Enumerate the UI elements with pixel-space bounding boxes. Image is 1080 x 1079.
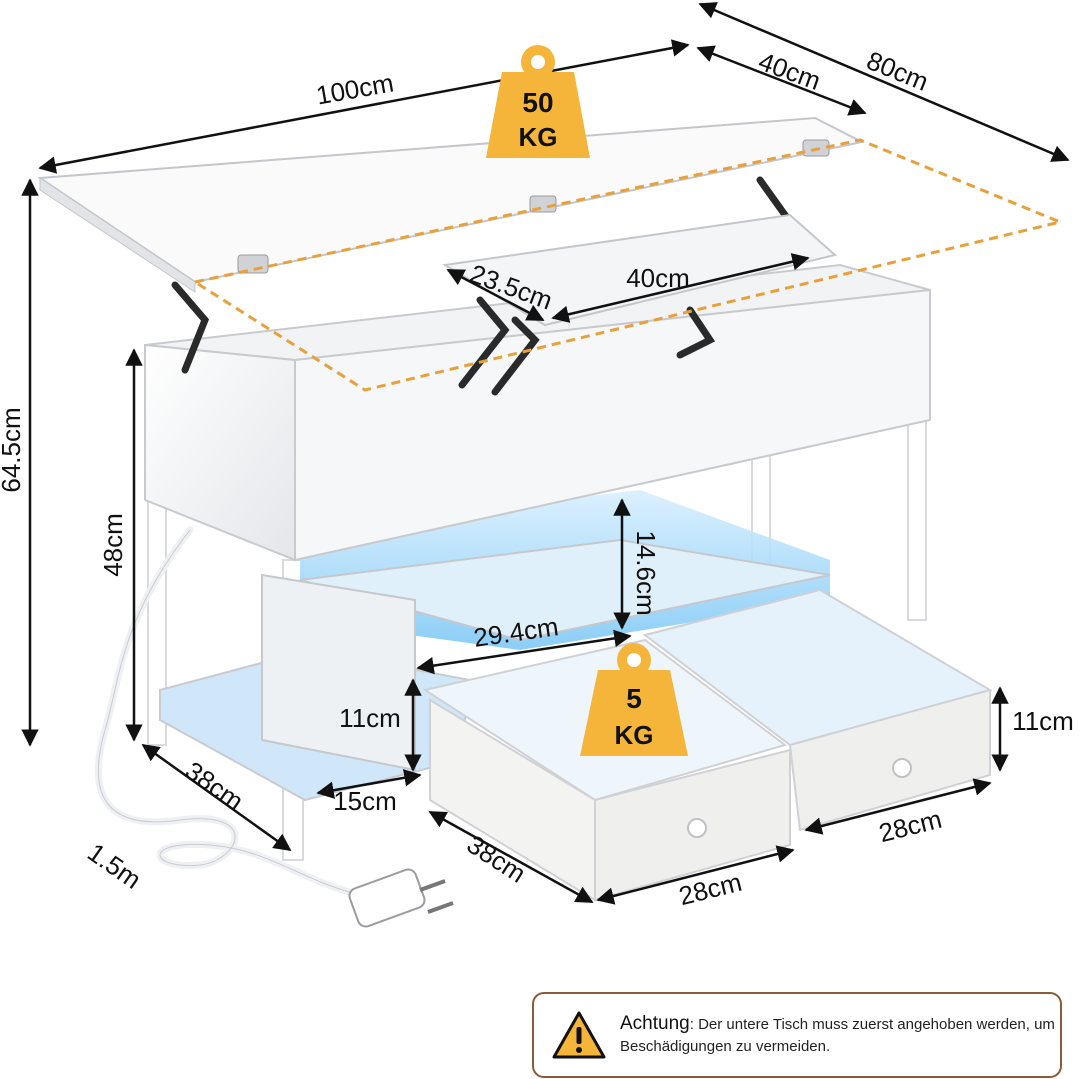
weight-top-unit: KG: [519, 122, 558, 152]
warning-icon: [552, 1011, 606, 1059]
side-cabinet: [261, 573, 416, 772]
power-plug-icon: [348, 868, 454, 928]
warning-message: : Der untere Tisch muss zuerst angehoben…: [620, 1015, 1055, 1055]
warning-note: Achtung: Der untere Tisch muss zuerst an…: [532, 992, 1062, 1078]
weight-badge-drawer: 5 KG: [580, 643, 688, 756]
table-top-edge: [39, 177, 196, 293]
weight-badge-top: 50 KG: [486, 45, 590, 158]
weight-drawer-unit: KG: [615, 720, 654, 750]
warning-text: Achtung: Der untere Tisch muss zuerst an…: [620, 1013, 1060, 1058]
table-body-front: [144, 343, 296, 562]
middle-shelf: [299, 538, 831, 642]
label-total-height: 64.5cm: [0, 407, 26, 492]
label-shelf-height: 14.6cm: [631, 530, 661, 615]
label-drawer-height: 11cm: [1012, 706, 1074, 736]
weight-drawer-value: 5: [626, 683, 642, 714]
closed-top-outline: [191, 138, 1065, 392]
label-side-drawer-height: 11cm: [339, 703, 401, 733]
label-side-gap: 15cm: [333, 786, 397, 816]
dimension-arrows: [21, 2, 1070, 905]
warning-title: Achtung: [620, 1012, 690, 1034]
label-cable-length: 1.5m: [82, 837, 147, 895]
label-top-width: 100cm: [314, 67, 396, 110]
coffee-table-illustration: [37, 116, 1065, 928]
weight-top-value: 50: [522, 87, 553, 118]
label-body-height: 48cm: [98, 513, 128, 577]
label-lift-width: 40cm: [626, 263, 690, 293]
